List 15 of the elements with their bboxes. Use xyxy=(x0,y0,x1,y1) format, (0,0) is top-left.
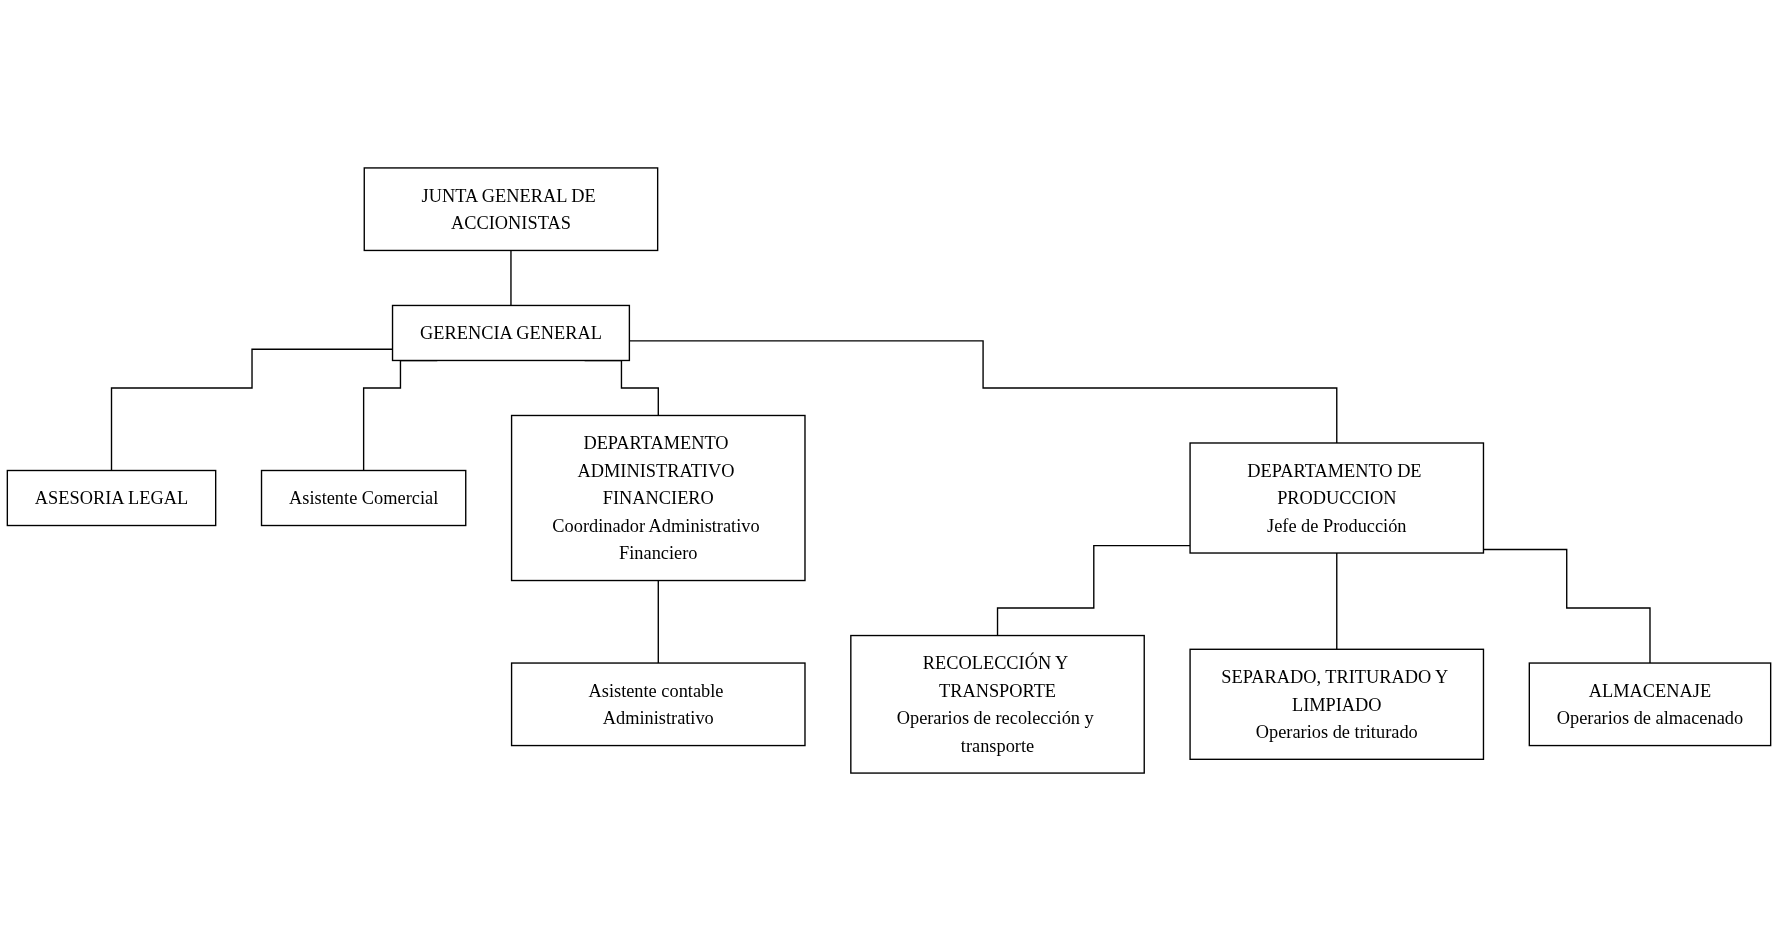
node-box: Asistente contable Administrativo xyxy=(510,662,806,747)
node-box: RECOLECCIÓN Y TRANSPORTE Operarios de recolección y transporte xyxy=(850,634,1145,774)
node-box: DEPARTAMENTO ADMINISTRATIVO FINANCIERO Coordinador Administrativo Financiero xyxy=(510,414,806,582)
node-box: DEPARTAMENTO DE PRODUCCION Jefe de Producción xyxy=(1189,442,1485,554)
connector xyxy=(657,579,659,664)
node-box: ALMACENAJE Operarios de almacenado xyxy=(1528,662,1772,747)
node-box: ASESORIA LEGAL xyxy=(6,469,217,527)
node-box: Asistente Comercial xyxy=(260,469,467,527)
connector xyxy=(1336,552,1338,650)
node-box: SEPARADO, TRITURADO Y LIMPIADO Operarios de triturado xyxy=(1189,648,1485,760)
connector xyxy=(510,249,512,307)
node-box: GERENCIA GENERAL xyxy=(391,304,631,362)
connector xyxy=(996,544,1191,637)
connector xyxy=(1482,548,1651,664)
node-box: JUNTA GENERAL DE ACCIONISTAS xyxy=(363,167,659,252)
